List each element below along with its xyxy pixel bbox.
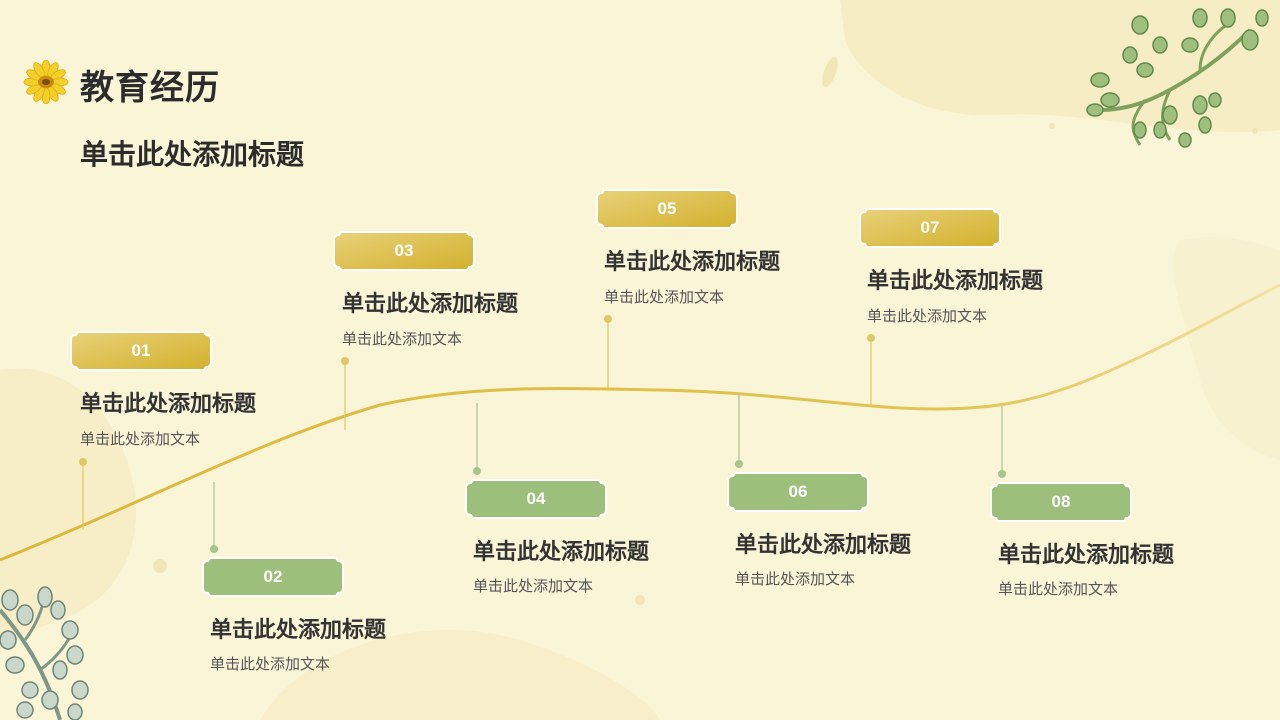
badge-01: 01 xyxy=(70,331,212,371)
milestone-text[interactable]: 单击此处添加文本 xyxy=(735,568,855,589)
milestone-title[interactable]: 单击此处添加标题 xyxy=(867,263,1043,295)
badge-07: 07 xyxy=(859,208,1001,248)
speckles xyxy=(153,55,1258,605)
milestone-text[interactable]: 单击此处添加文本 xyxy=(342,328,462,349)
badge-number: 07 xyxy=(921,218,940,238)
page-subtitle: 单击此处添加标题 xyxy=(80,133,304,173)
milestone-text[interactable]: 单击此处添加文本 xyxy=(473,575,593,596)
milestone-title[interactable]: 单击此处添加标题 xyxy=(998,537,1174,569)
badge-03: 03 xyxy=(333,231,475,271)
milestone-text[interactable]: 单击此处添加文本 xyxy=(80,428,200,449)
milestone-title[interactable]: 单击此处添加标题 xyxy=(735,527,911,559)
milestone-text[interactable]: 单击此处添加文本 xyxy=(867,305,987,326)
milestone-text[interactable]: 单击此处添加文本 xyxy=(998,578,1118,599)
badge-number: 08 xyxy=(1052,492,1071,512)
badge-number: 05 xyxy=(658,199,677,219)
milestone-title[interactable]: 单击此处添加标题 xyxy=(342,286,518,318)
milestone-text[interactable]: 单击此处添加文本 xyxy=(604,286,724,307)
bg-blob-top-right xyxy=(840,0,1280,132)
badge-number: 06 xyxy=(789,482,808,502)
badge-number: 01 xyxy=(132,341,151,361)
badge-04: 04 xyxy=(465,479,607,519)
bg-blob-right xyxy=(1173,237,1280,460)
milestone-title[interactable]: 单击此处添加标题 xyxy=(210,612,386,644)
badge-08: 08 xyxy=(990,482,1132,522)
milestone-title[interactable]: 单击此处添加标题 xyxy=(604,244,780,276)
milestone-title[interactable]: 单击此处添加标题 xyxy=(473,534,649,566)
badge-02: 02 xyxy=(202,557,344,597)
milestone-title[interactable]: 单击此处添加标题 xyxy=(80,386,256,418)
badge-number: 02 xyxy=(264,567,283,587)
badge-05: 05 xyxy=(596,189,738,229)
milestone-text[interactable]: 单击此处添加文本 xyxy=(210,653,330,674)
badge-number: 04 xyxy=(527,489,546,509)
badge-number: 03 xyxy=(395,241,414,261)
flower-icon xyxy=(21,60,71,104)
badge-06: 06 xyxy=(727,472,869,512)
page-title: 教育经历 xyxy=(80,60,220,109)
